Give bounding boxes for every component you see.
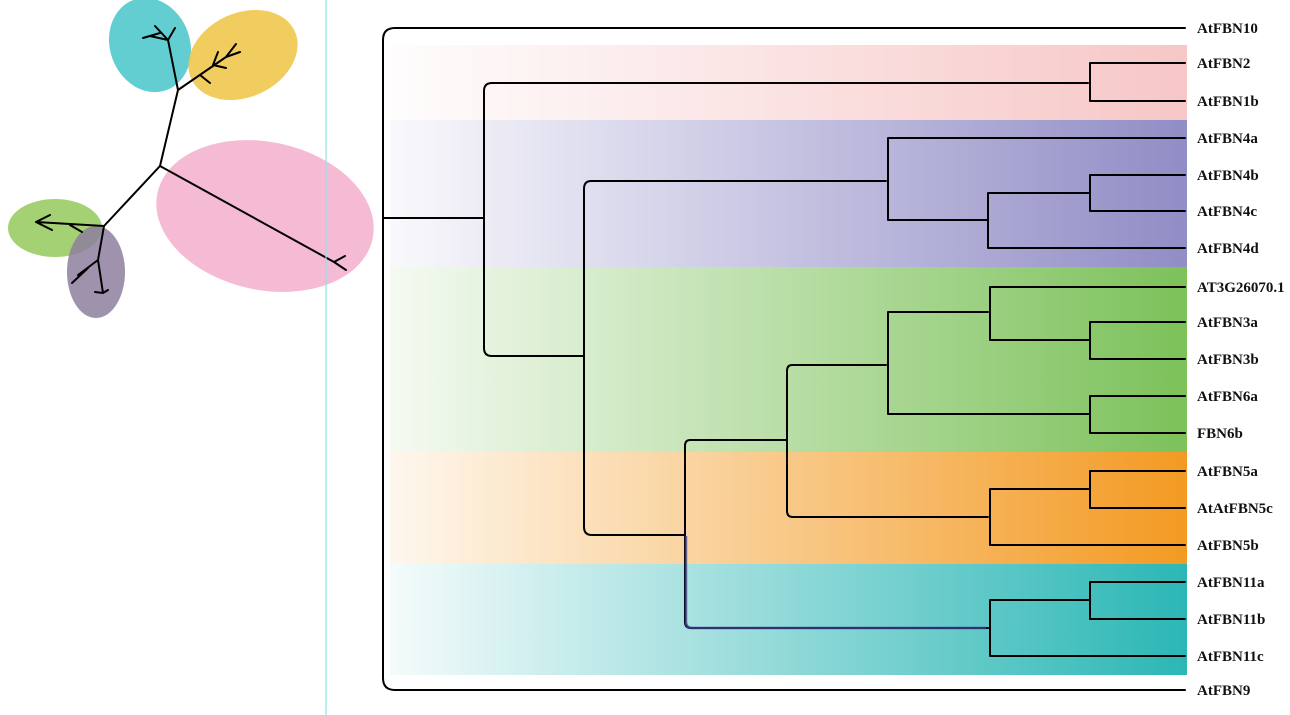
band-fbn3-6	[390, 267, 1187, 452]
node-fbn4bcd	[987, 192, 1186, 249]
leaf-label: AtFBN11a	[1197, 575, 1265, 591]
unrooted-tree	[8, 0, 374, 318]
leaf-label: AtFBN2	[1197, 56, 1250, 72]
node-583	[583, 180, 887, 536]
node-fbn3	[989, 286, 1186, 341]
leaf-label: AtFBN3b	[1197, 352, 1259, 368]
leaf-label: AtFBN6a	[1197, 389, 1258, 405]
purple-group-ellipse	[67, 226, 125, 318]
leaf-label: AtFBN3a	[1197, 315, 1258, 331]
band-fbn11	[390, 564, 1187, 675]
node-787	[786, 364, 989, 518]
node-fbn5ac	[1089, 470, 1186, 509]
node-fbn4	[887, 137, 1186, 221]
node-fbn5	[989, 488, 1186, 546]
node-fbn11	[989, 599, 1186, 657]
leaf-label: AtFBN9	[1197, 683, 1250, 699]
leaf-label: AtFBN4a	[1197, 131, 1258, 147]
leaf-label: AtFBN4b	[1197, 168, 1259, 184]
node-fbn4bc	[1089, 174, 1186, 212]
leaf-label: AtAtFBN5c	[1197, 501, 1273, 517]
teal-group-ellipse	[108, 0, 192, 93]
leaf-label: AtFBN5a	[1197, 464, 1258, 480]
dendrogram	[382, 27, 1186, 691]
leaf-label: AtFBN4d	[1197, 241, 1259, 257]
node-fbn6	[1089, 395, 1186, 434]
leaf-label: AtFBN11b	[1197, 612, 1265, 628]
leaf-label: AtFBN1b	[1197, 94, 1259, 110]
leaf-label: FBN6b	[1197, 426, 1243, 442]
yellow-group-ellipse	[188, 9, 298, 101]
node-fbn11ab	[1089, 581, 1186, 620]
node-685-highlight	[684, 536, 986, 630]
unrooted-branches	[35, 25, 347, 294]
node-main	[483, 82, 1089, 357]
root-bracket	[382, 27, 1186, 691]
node-fbn3-6	[887, 311, 1091, 415]
leaf-label: AtFBN5b	[1197, 538, 1259, 554]
leaf-label: AtFBN4c	[1197, 204, 1257, 220]
node-fbn1-2	[1089, 62, 1186, 102]
leaf-labels: AtFBN10 AtFBN2 AtFBN1b AtFBN4a AtFBN4b A…	[1197, 21, 1285, 699]
leaf-label: AtFBN10	[1197, 21, 1258, 37]
leaf-label: AT3G26070.1	[1197, 280, 1285, 296]
clade-bands	[390, 45, 1187, 675]
band-fbn5	[390, 452, 1187, 564]
leaf-label: AtFBN11c	[1197, 649, 1264, 665]
node-fbn3ab	[1089, 321, 1186, 360]
pink-group-ellipse	[156, 140, 374, 292]
